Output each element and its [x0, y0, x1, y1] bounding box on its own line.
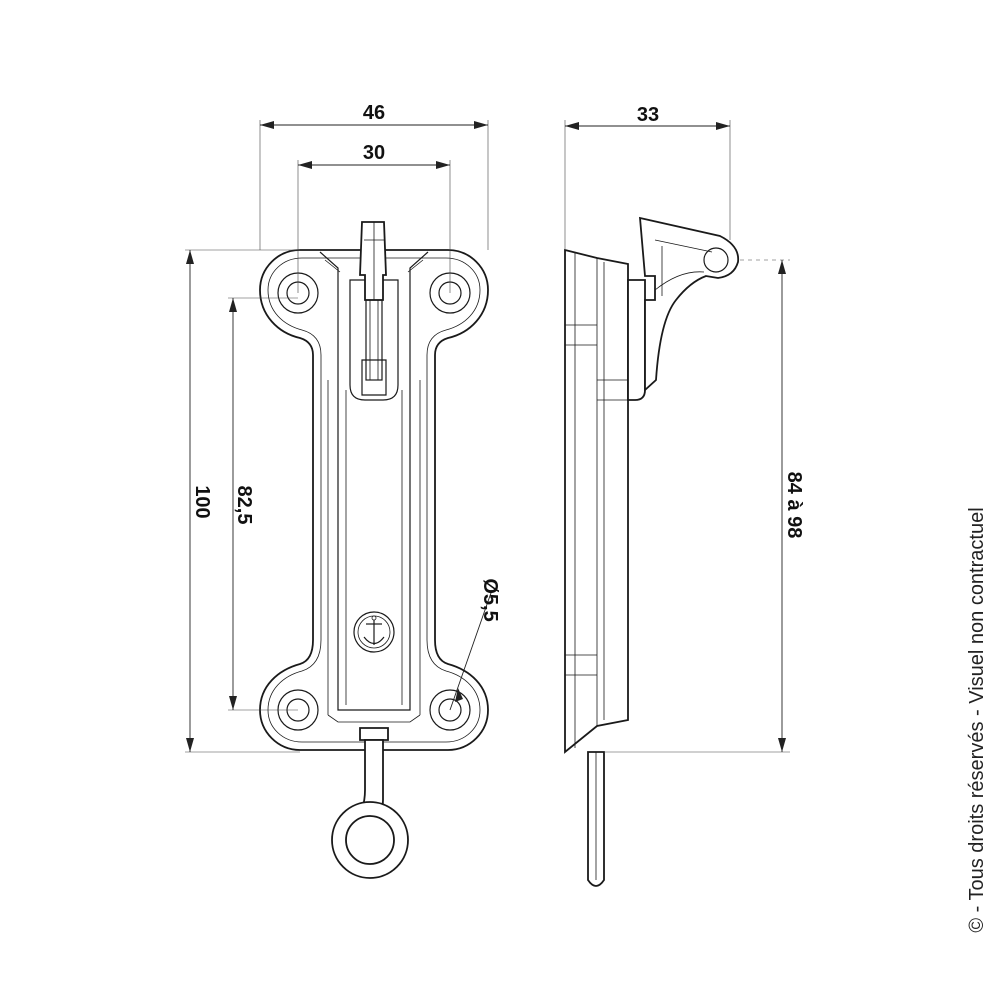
bolt-slot	[349, 279, 399, 401]
latch-head	[359, 221, 387, 301]
dim-width-holes: 30	[363, 142, 385, 164]
front-view	[259, 221, 489, 879]
plate-inner-outline	[267, 257, 481, 743]
plate-outline	[259, 249, 489, 751]
side-latch-arm	[638, 216, 740, 393]
dim-adjust-range: 84 à 98	[783, 472, 805, 539]
central-rail	[319, 251, 429, 711]
anchor-logo-icon	[353, 611, 395, 653]
dimension-lines	[185, 120, 790, 753]
dim-depth: 33	[637, 104, 659, 126]
dim-height-holes: 82,5	[233, 486, 255, 525]
dim-width-total: 46	[363, 102, 385, 124]
copyright-notice: © - Tous droits réservés - Visuel non co…	[966, 507, 988, 932]
dim-hole-diameter: Ø5,5	[479, 578, 501, 621]
side-view	[564, 216, 740, 887]
pull-ring	[331, 727, 409, 879]
bolt	[365, 299, 383, 381]
side-bolt-housing	[627, 279, 646, 401]
screw-hole-bottom-right	[429, 689, 471, 731]
dim-height-total: 100	[191, 485, 213, 518]
